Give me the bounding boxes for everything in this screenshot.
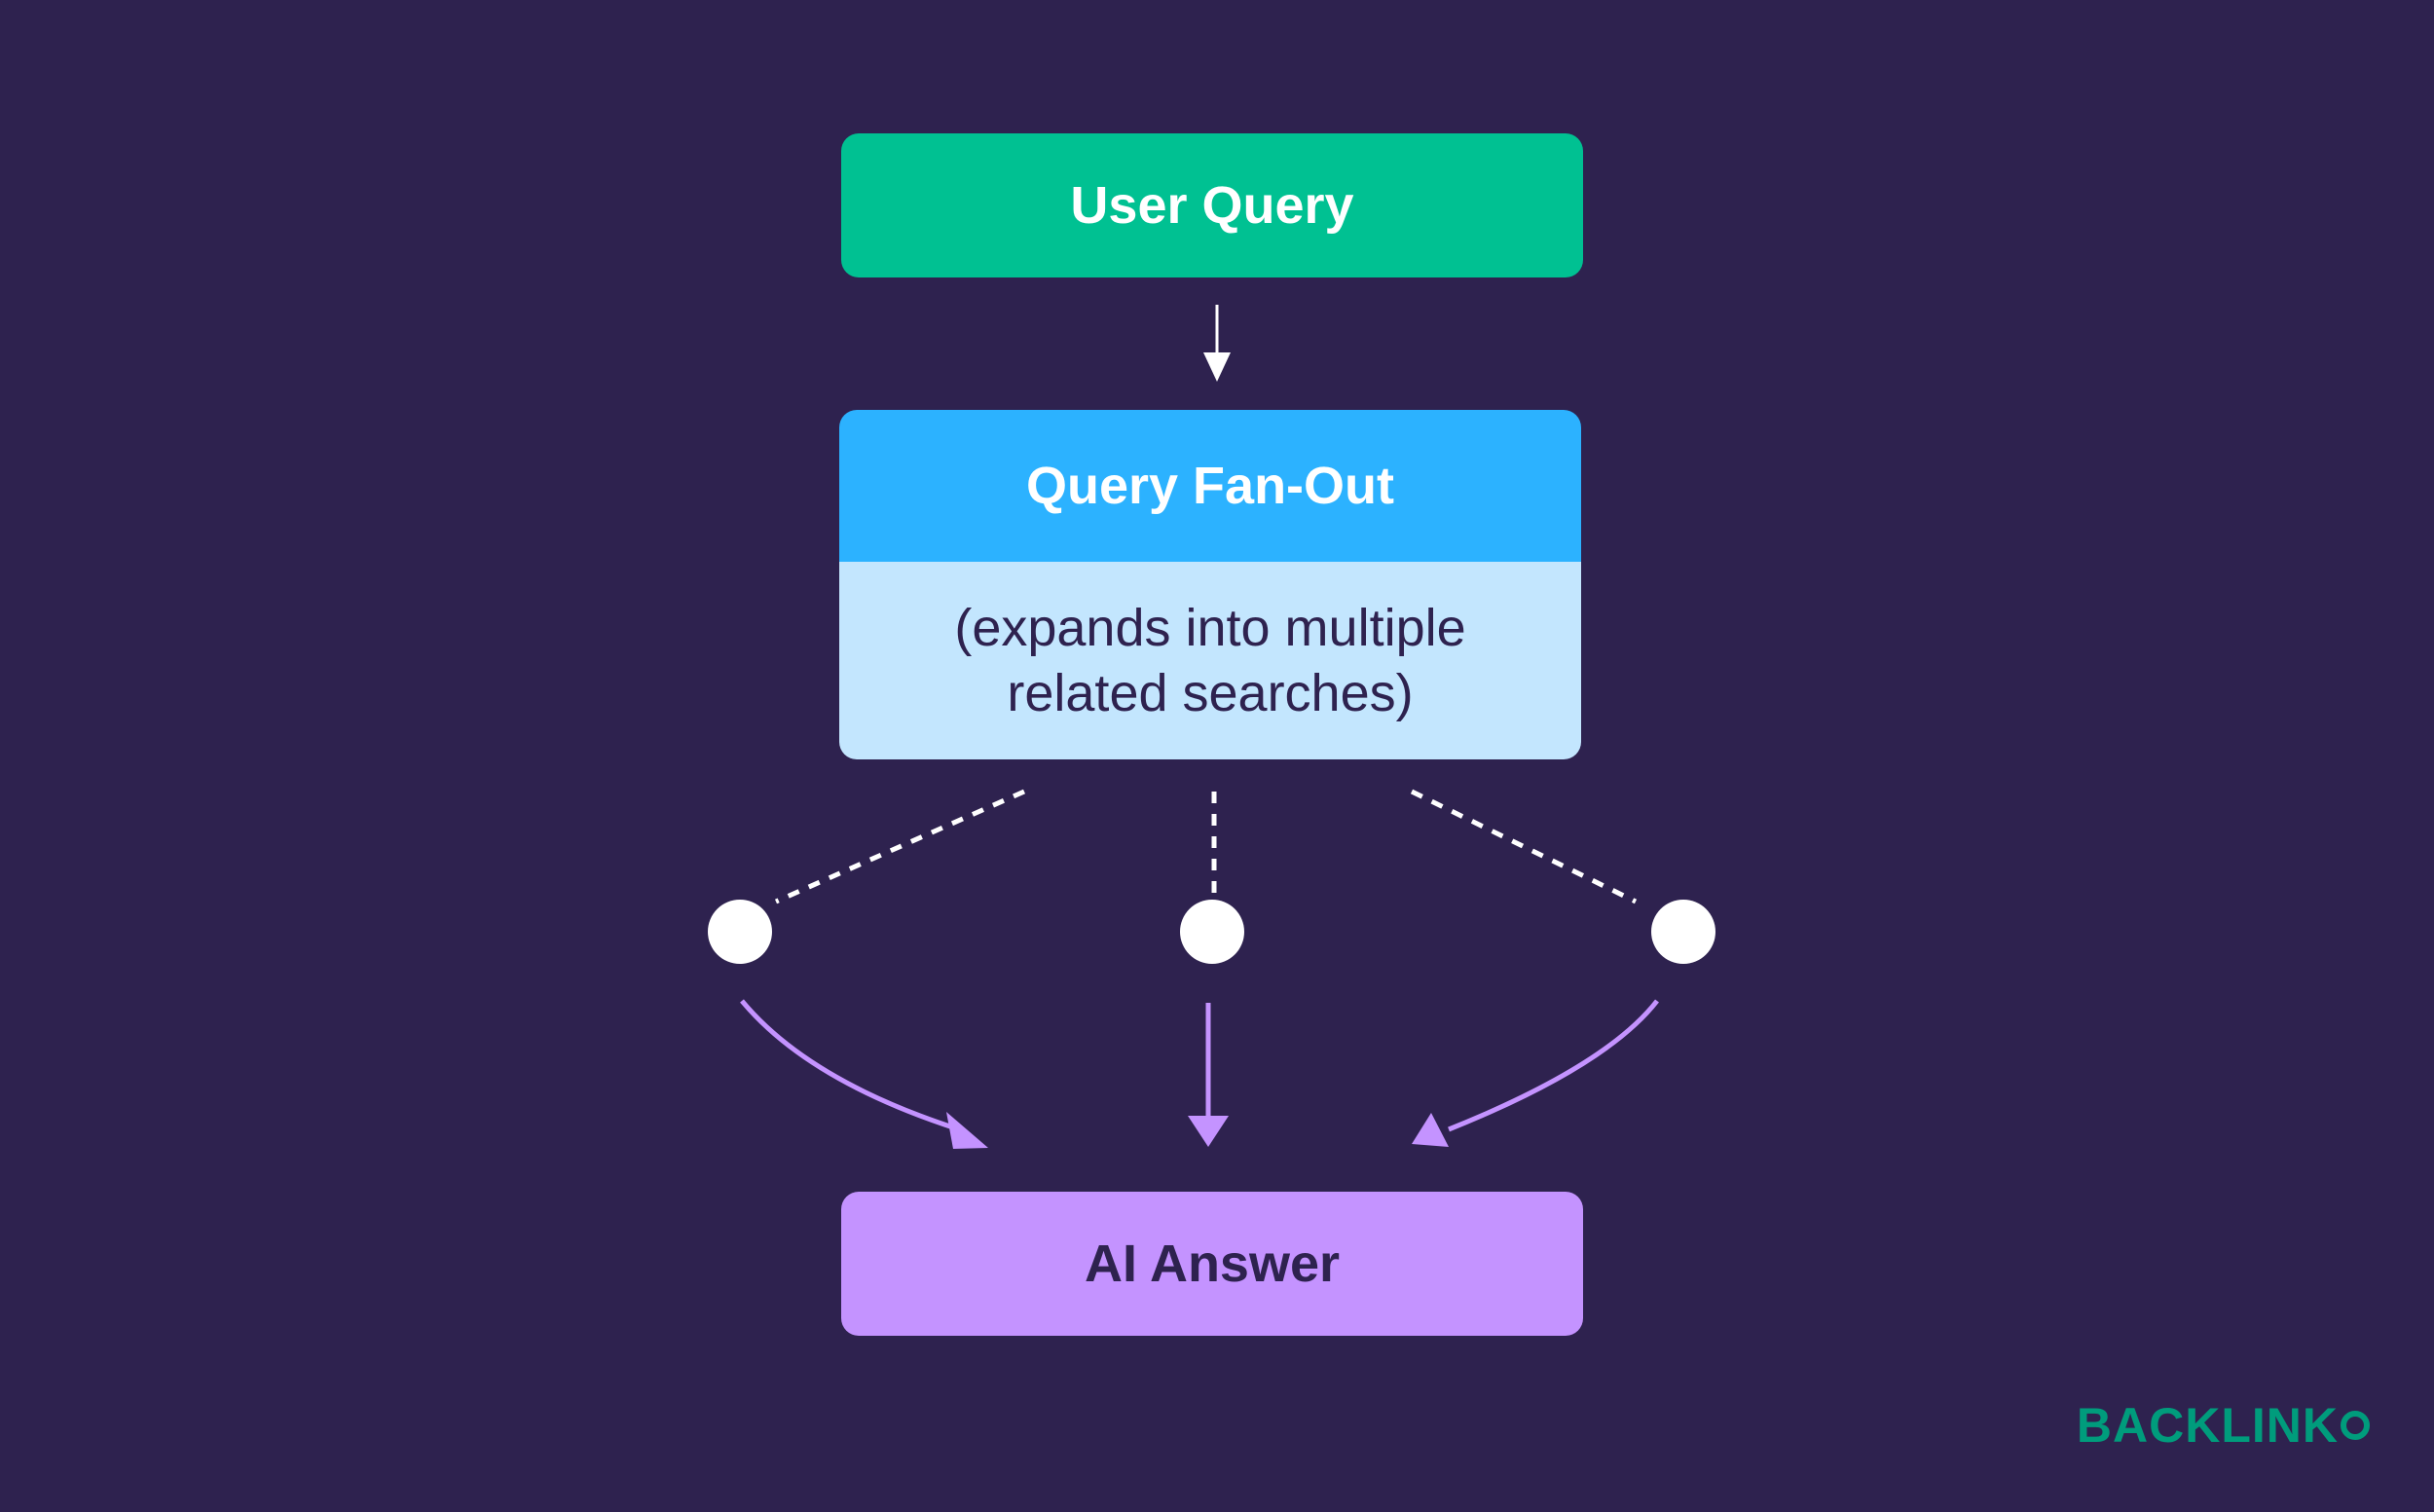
search-node-center (1180, 900, 1244, 964)
arrow-right-to-answer (1412, 999, 1659, 1147)
search-node-left (708, 900, 772, 964)
search-node-right (1651, 900, 1715, 964)
arrow-center-to-answer (1188, 1003, 1229, 1147)
arrow-query-to-fanout (1203, 305, 1231, 382)
query-fanout-box: Query Fan-Out (expands into multiple rel… (839, 410, 1581, 759)
brand-name: BACKLINK (2076, 1398, 2339, 1453)
query-fanout-desc-line2: related searches) (1007, 663, 1414, 722)
query-fanout-header: Query Fan-Out (839, 410, 1581, 562)
ring-o-icon (2341, 1411, 2370, 1440)
ai-answer-label: AI Answer (1084, 1235, 1341, 1293)
ai-answer-box: AI Answer (841, 1192, 1583, 1336)
query-fanout-description: (expands into multiple related searches) (839, 562, 1581, 759)
dotted-line-right (1410, 789, 1638, 904)
backlinko-logo: BACKLINK (2077, 1397, 2370, 1454)
user-query-label: User Query (1070, 176, 1354, 235)
query-fanout-desc-line1: (expands into multiple (954, 598, 1466, 657)
arrow-left-to-answer (740, 999, 988, 1149)
dotted-line-left (774, 789, 1026, 904)
query-fanout-title: Query Fan-Out (1025, 457, 1395, 515)
user-query-box: User Query (841, 133, 1583, 277)
